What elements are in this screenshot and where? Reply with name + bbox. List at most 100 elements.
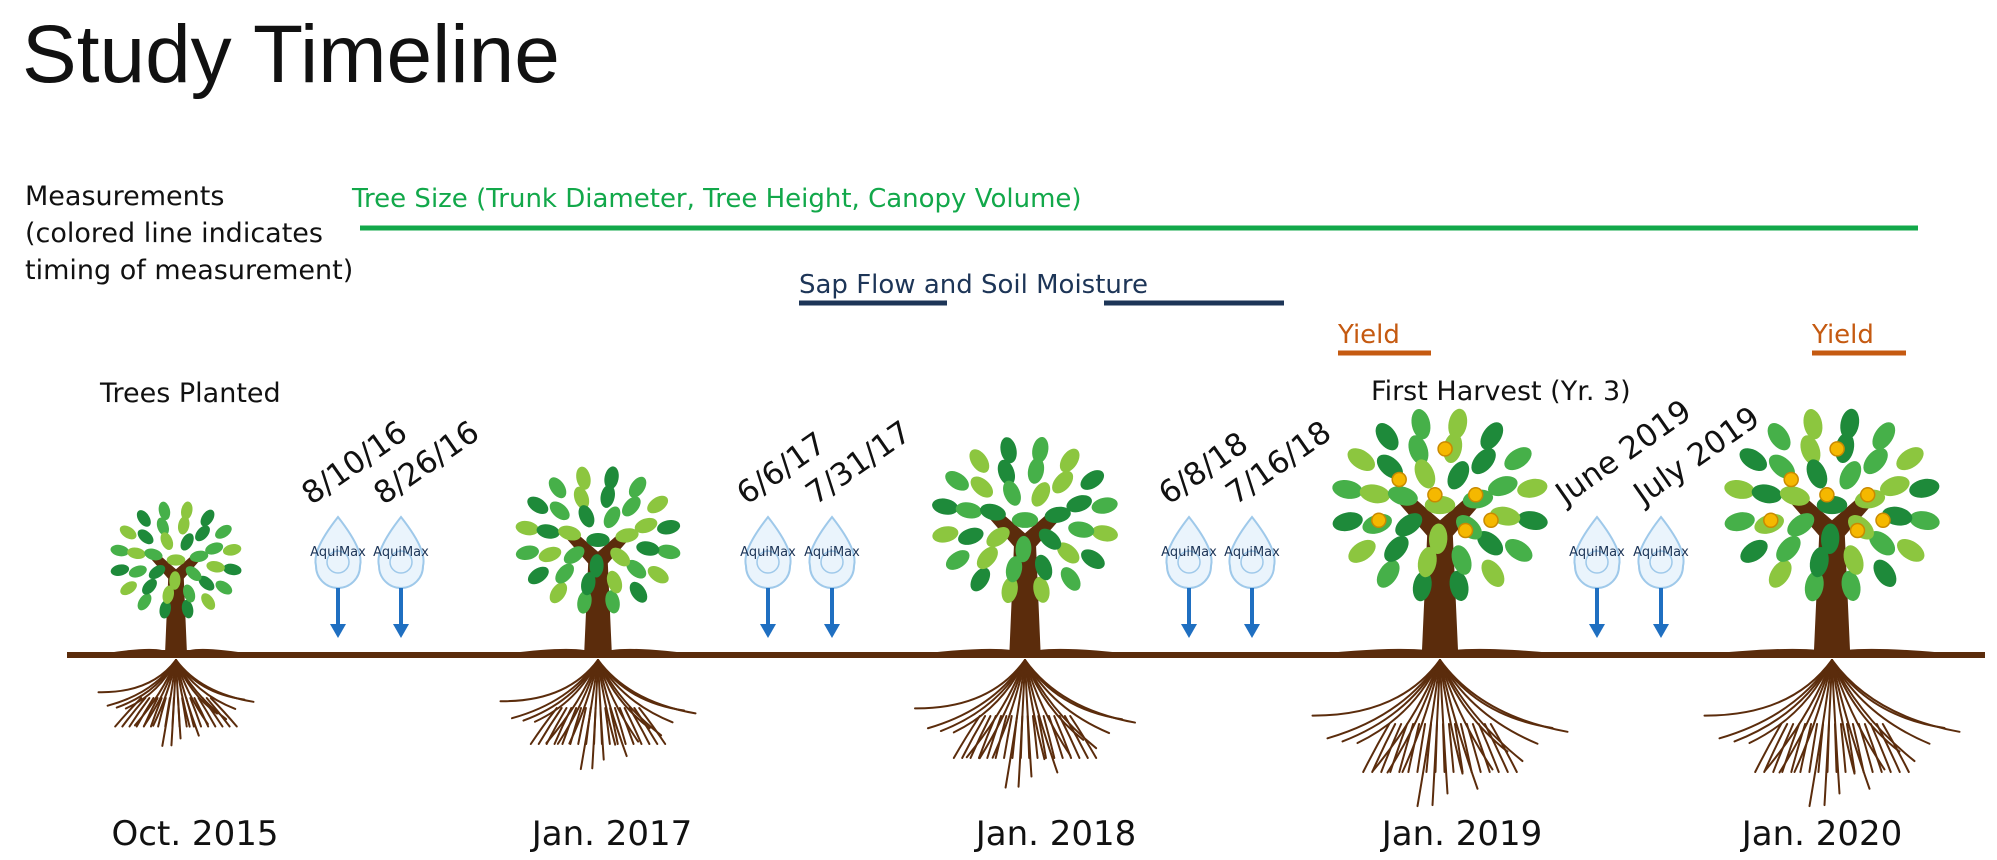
year-label: Jan. 2020 (1741, 814, 1903, 854)
leaf (1091, 497, 1118, 514)
leaf (1880, 476, 1910, 497)
root-strand (1718, 659, 1833, 740)
leaf (160, 532, 174, 550)
root-strand (1826, 723, 1831, 773)
leaf (1376, 560, 1400, 588)
aquimax-drop: AquiMax (1569, 515, 1625, 638)
leaf (215, 580, 233, 595)
root-strand (1037, 715, 1047, 759)
leaf (222, 544, 242, 556)
leaf (558, 525, 582, 541)
fruit (1849, 522, 1866, 539)
leaf (970, 567, 991, 592)
root-strand (585, 707, 592, 745)
fruit (1763, 512, 1779, 529)
leaf (1408, 435, 1429, 465)
leaf (606, 570, 623, 594)
tree-roots (1703, 659, 1961, 808)
leaf (969, 449, 990, 473)
root-strand (1356, 659, 1441, 745)
leaf (205, 542, 224, 555)
leaf (628, 476, 647, 498)
leaf (515, 545, 539, 561)
leaf (1820, 523, 1840, 555)
leaf (1843, 545, 1864, 575)
leaf (604, 466, 619, 490)
tree (1689, 408, 1975, 808)
leaf (1332, 480, 1363, 499)
root-strand (1386, 659, 1441, 774)
root-strand (177, 697, 181, 728)
root-strand (121, 697, 147, 728)
root-strand (1875, 723, 1901, 773)
leaf (1011, 512, 1039, 528)
root-strand (201, 697, 224, 728)
tree-trunk (1395, 494, 1485, 658)
milestone-trees-planted: Trees Planted (100, 378, 281, 409)
leaf (177, 516, 190, 535)
fruit (1427, 487, 1443, 503)
root-strand (1069, 715, 1098, 759)
fruit (1483, 512, 1499, 529)
drop-globe (1240, 550, 1264, 574)
root-strand (593, 707, 597, 745)
root-strand (961, 715, 987, 759)
drop-logo-text: AquiMax (740, 545, 796, 560)
root-strand (205, 697, 231, 728)
leaf (142, 578, 157, 595)
root-strand (1808, 723, 1819, 773)
leaf (555, 563, 574, 584)
root-strand (171, 697, 175, 728)
leaf (1800, 435, 1821, 465)
root-strand (1845, 723, 1856, 773)
leaf (215, 524, 232, 539)
root-strand (181, 697, 188, 728)
root-strand (1733, 659, 1833, 743)
root-strand (1401, 659, 1441, 773)
root-strand (529, 707, 558, 745)
tree-canopy (110, 501, 242, 619)
leaf (577, 590, 592, 614)
leaf (573, 486, 590, 510)
leaf (156, 517, 169, 536)
measurements-legend-line: Measurements (25, 181, 225, 212)
root-strand (1831, 659, 1916, 763)
tree (1297, 408, 1583, 808)
leaf (1001, 576, 1018, 604)
root-strand (537, 707, 563, 745)
root-strand (185, 697, 195, 728)
root-strand (1326, 659, 1441, 740)
leaf (1779, 486, 1810, 506)
tree-fruit (1371, 441, 1499, 539)
arrow-head (393, 624, 409, 638)
root-strand (597, 659, 697, 715)
leaf (1804, 570, 1824, 602)
root-strand (1011, 715, 1019, 759)
year-label: Jan. 2017 (531, 814, 693, 854)
root-strand (1793, 659, 1833, 773)
leaf (563, 546, 585, 565)
root-strand (533, 659, 599, 723)
fruit (1859, 487, 1876, 503)
leaf (195, 525, 210, 542)
root-strand (1026, 715, 1031, 759)
page-title: Study Timeline (22, 9, 560, 100)
leaf (955, 502, 982, 519)
leaf (119, 525, 137, 540)
leaf (200, 509, 215, 527)
leaf (1359, 484, 1390, 504)
leaf (1449, 570, 1469, 601)
leaf (127, 547, 146, 559)
root-strand (1831, 659, 1841, 795)
leaf (120, 581, 137, 596)
fruit (1783, 471, 1799, 488)
leaf (1448, 408, 1468, 440)
leaf (1033, 576, 1050, 603)
leaf (181, 501, 193, 520)
leaf (527, 496, 549, 514)
tree-canopy (932, 436, 1118, 604)
arrow-head (1244, 624, 1260, 638)
root-strand (1439, 659, 1464, 775)
leaf (1332, 512, 1363, 532)
leaf (1768, 560, 1792, 588)
